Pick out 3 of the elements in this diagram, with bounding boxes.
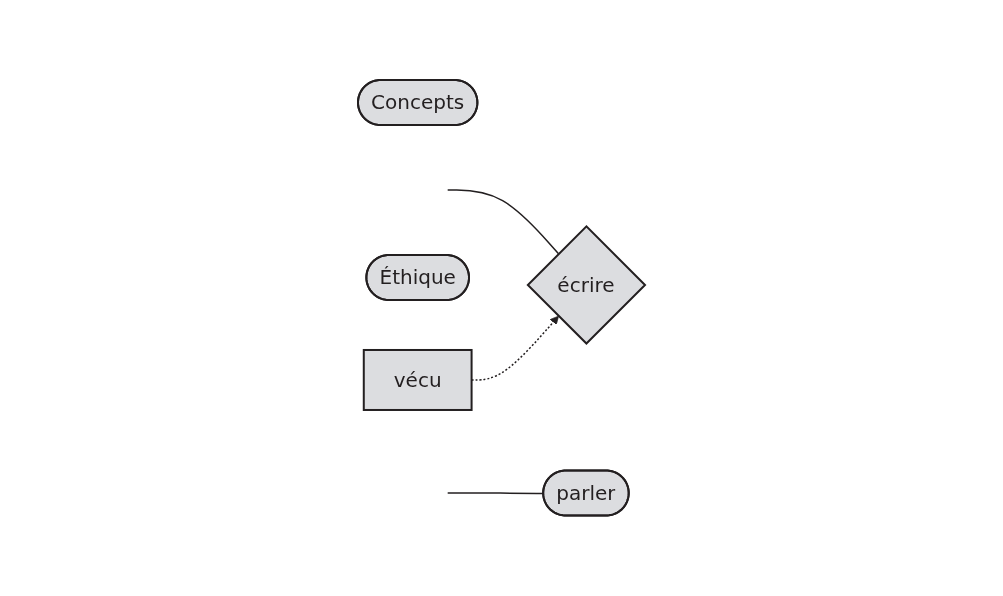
connector bbox=[446, 189, 560, 255]
node-diamond: écrire bbox=[526, 225, 647, 346]
node-box: vécu bbox=[362, 349, 473, 412]
